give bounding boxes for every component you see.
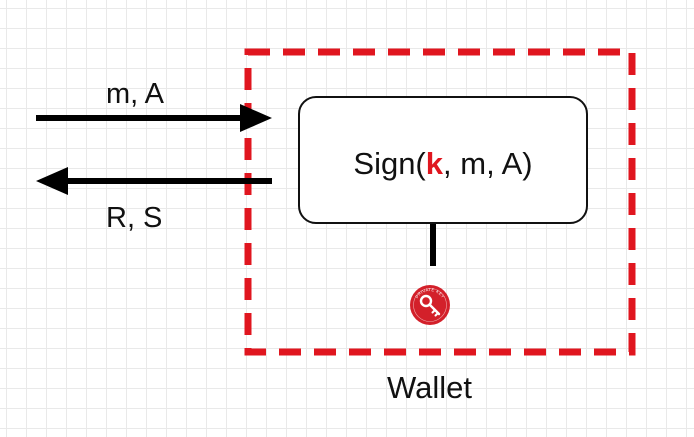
output-label: R, S — [106, 202, 163, 234]
sign-key: k — [425, 146, 444, 181]
sign-function-box: Sign(k, m, A) — [298, 96, 588, 224]
sign-suffix: , m, A) — [443, 146, 533, 181]
wallet-label: Wallet — [387, 370, 472, 405]
sign-prefix: Sign( — [353, 146, 426, 181]
wallet-container — [244, 48, 636, 356]
input-label: m, A — [106, 78, 165, 110]
key-icon: PRIVATE KEY — [410, 285, 450, 325]
input-arrow-head — [240, 104, 272, 132]
sign-expression: Sign(k, m, A) — [300, 148, 586, 179]
output-arrow-head — [36, 167, 68, 195]
